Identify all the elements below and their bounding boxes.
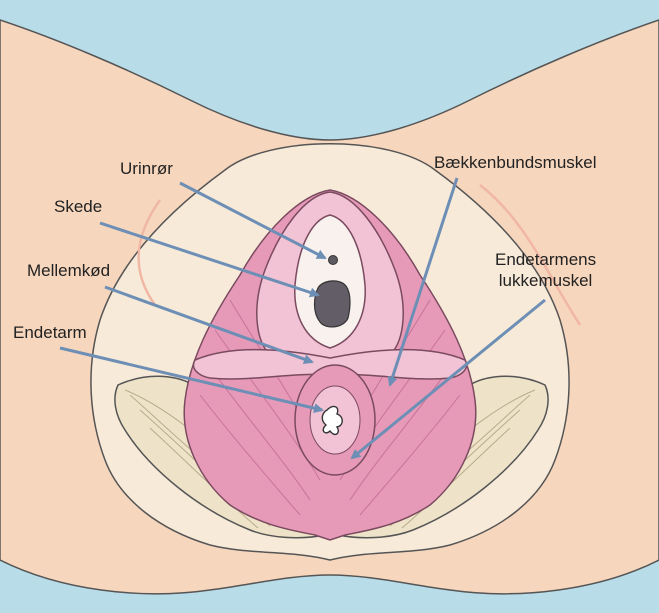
label-lukkemuskel-line2: lukkemuskel [495,270,596,291]
label-endetarm: Endetarm [13,322,87,343]
urethra-opening [329,256,338,265]
label-mellemkod: Mellemkød [27,260,110,281]
label-skede: Skede [54,196,102,217]
vaginal-opening [315,281,351,327]
label-baekkenbundsmuskel: Bækkenbundsmuskel [434,152,597,173]
label-endetarmens-lukkemuskel: Endetarmens lukkemuskel [495,249,596,291]
label-lukkemuskel-line1: Endetarmens [495,249,596,270]
label-urinror: Urinrør [120,158,173,179]
